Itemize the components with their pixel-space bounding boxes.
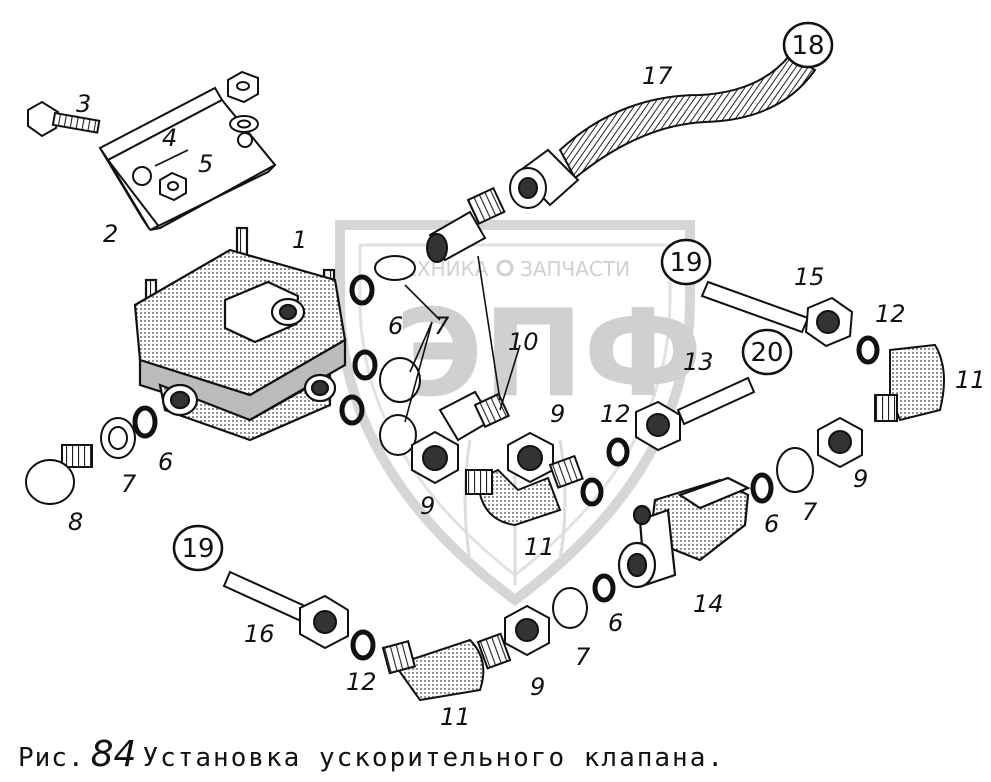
label-3: 3 bbox=[76, 90, 91, 118]
nut-part bbox=[159, 70, 259, 202]
plug-part bbox=[25, 444, 93, 505]
label-9-b: 9 bbox=[550, 400, 565, 428]
label-11-b: 11 bbox=[955, 366, 986, 394]
label-11-a: 11 bbox=[524, 533, 555, 561]
label-8: 8 bbox=[68, 508, 83, 536]
label-15: 15 bbox=[794, 263, 825, 291]
label-6-mid: 6 bbox=[388, 312, 403, 340]
leader-lines bbox=[154, 149, 521, 423]
label-5: 5 bbox=[198, 150, 213, 178]
bolt-part bbox=[27, 100, 101, 138]
washer-part bbox=[100, 255, 814, 629]
accelerator-valve-body bbox=[133, 226, 347, 442]
label-4: 4 bbox=[162, 124, 177, 152]
label-16: 16 bbox=[244, 620, 275, 648]
callout-19-top: 19 bbox=[669, 248, 702, 278]
elbow-fitting-part bbox=[381, 343, 945, 702]
label-12-c: 12 bbox=[346, 668, 377, 696]
hose-part bbox=[509, 53, 817, 209]
label-6-left: 6 bbox=[158, 448, 173, 476]
callout-18: 18 bbox=[791, 31, 824, 61]
adapter-fitting-part bbox=[426, 186, 511, 442]
label-12-b: 12 bbox=[875, 300, 906, 328]
label-2: 2 bbox=[103, 220, 118, 248]
label-6-bottom: 6 bbox=[608, 609, 623, 637]
label-6-right: 6 bbox=[764, 510, 779, 538]
o-ring-part bbox=[132, 274, 880, 661]
caption-prefix: Рис. bbox=[18, 743, 85, 773]
pipe-part bbox=[222, 280, 854, 650]
tee-fitting-part bbox=[617, 476, 751, 589]
label-1: 1 bbox=[292, 226, 307, 254]
label-9-a: 9 bbox=[420, 492, 435, 520]
label-14: 14 bbox=[693, 590, 724, 618]
label-9-d: 9 bbox=[530, 673, 545, 701]
label-7-left: 7 bbox=[121, 470, 137, 498]
label-13: 13 bbox=[683, 348, 714, 376]
callout-circles bbox=[172, 21, 834, 572]
label-7-bottom: 7 bbox=[575, 643, 591, 671]
watermark-letters: ЭПФ bbox=[395, 285, 703, 424]
label-11-c: 11 bbox=[440, 703, 471, 731]
label-7-right: 7 bbox=[802, 498, 818, 526]
callout-20: 20 bbox=[750, 338, 783, 368]
gear-icon bbox=[496, 259, 514, 277]
label-9-c: 9 bbox=[853, 465, 868, 493]
bracket-part bbox=[98, 86, 277, 231]
caption-number: 84 bbox=[90, 734, 137, 775]
label-10: 10 bbox=[508, 328, 539, 356]
label-7-mid: 7 bbox=[434, 312, 450, 340]
nut-part bbox=[411, 416, 863, 657]
watermark-text-right: ЗАПЧАСТИ bbox=[520, 257, 630, 281]
callout-19-bottom: 19 bbox=[181, 534, 214, 564]
caption-title: Установка ускорительного клапана. bbox=[142, 743, 725, 773]
label-12-a: 12 bbox=[600, 400, 631, 428]
washer-part bbox=[229, 115, 259, 133]
label-17: 17 bbox=[642, 62, 673, 90]
